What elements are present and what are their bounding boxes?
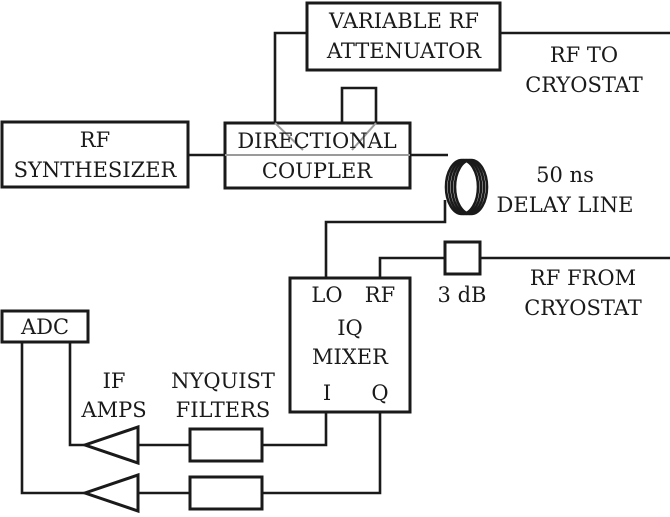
if-amps-label-line2: AMPS bbox=[80, 398, 146, 422]
if-amps-label-line1: IF bbox=[103, 369, 126, 393]
wire-amp-i-to-adc bbox=[68, 342, 85, 447]
nyquist-filters-label-line1: NYQUIST bbox=[171, 369, 275, 393]
wire-amp-q-to-adc bbox=[20, 342, 85, 495]
rf-synthesizer-block bbox=[0, 120, 190, 189]
adc-label: ADC bbox=[20, 315, 69, 339]
wire-q-to-filter bbox=[262, 412, 382, 495]
attenuator-3db-block bbox=[443, 240, 482, 276]
mixer-label-line1: IQ bbox=[337, 316, 363, 340]
adc-block bbox=[0, 309, 90, 344]
attenuator-label-line1: VARIABLE RF bbox=[328, 9, 479, 33]
mixer-label-line2: MIXER bbox=[312, 345, 389, 369]
nyquist-filters-label-line2: FILTERS bbox=[176, 398, 271, 422]
if-amp-i-triangle bbox=[80, 424, 140, 466]
coupler-isolated-path bbox=[351, 122, 377, 151]
attenuator-label-line2: ATTENUATOR bbox=[326, 39, 482, 63]
delay-line-label-line1: 50 ns bbox=[536, 163, 594, 187]
wires bbox=[20, 31, 670, 495]
synthesizer-label-line1: RF bbox=[80, 128, 110, 152]
mixer-port-q: Q bbox=[371, 381, 388, 405]
rf-from-cryostat-label-line1: RF FROM bbox=[530, 266, 636, 290]
iq-mixer-block bbox=[288, 276, 412, 414]
mixer-port-rf: RF bbox=[365, 283, 395, 307]
rf-to-cryostat-label-line2: CRYOSTAT bbox=[525, 73, 643, 97]
coupler-termination bbox=[340, 86, 378, 123]
if-amp-q-triangle bbox=[80, 472, 140, 514]
variable-rf-attenuator-block bbox=[305, 1, 502, 72]
coupler-label-line2: COUPLER bbox=[262, 159, 373, 183]
wire-coupler-to-attenuator bbox=[273, 31, 307, 123]
mixer-port-lo: LO bbox=[311, 283, 342, 307]
wire-delay-line-to-lo bbox=[324, 200, 447, 278]
rf-from-cryostat-label-line2: CRYOSTAT bbox=[524, 296, 642, 320]
attenuator-3db-label: 3 dB bbox=[438, 283, 487, 307]
wire-i-to-filter bbox=[262, 412, 328, 447]
nyquist-filter-i-block bbox=[188, 427, 264, 463]
rf-to-cryostat-label-line1: RF TO bbox=[550, 43, 618, 67]
nyquist-filter-q-block bbox=[188, 475, 264, 511]
coupler-coupled-path bbox=[274, 122, 304, 151]
delay-line-coil bbox=[444, 158, 489, 216]
delay-line-label-line2: DELAY LINE bbox=[497, 193, 634, 217]
synthesizer-label-line2: SYNTHESIZER bbox=[14, 158, 178, 182]
wire-rf-port-to-3db bbox=[378, 256, 445, 278]
mixer-port-i: I bbox=[323, 381, 331, 405]
coupler-label-line1: DIRECTIONAL bbox=[237, 129, 396, 153]
